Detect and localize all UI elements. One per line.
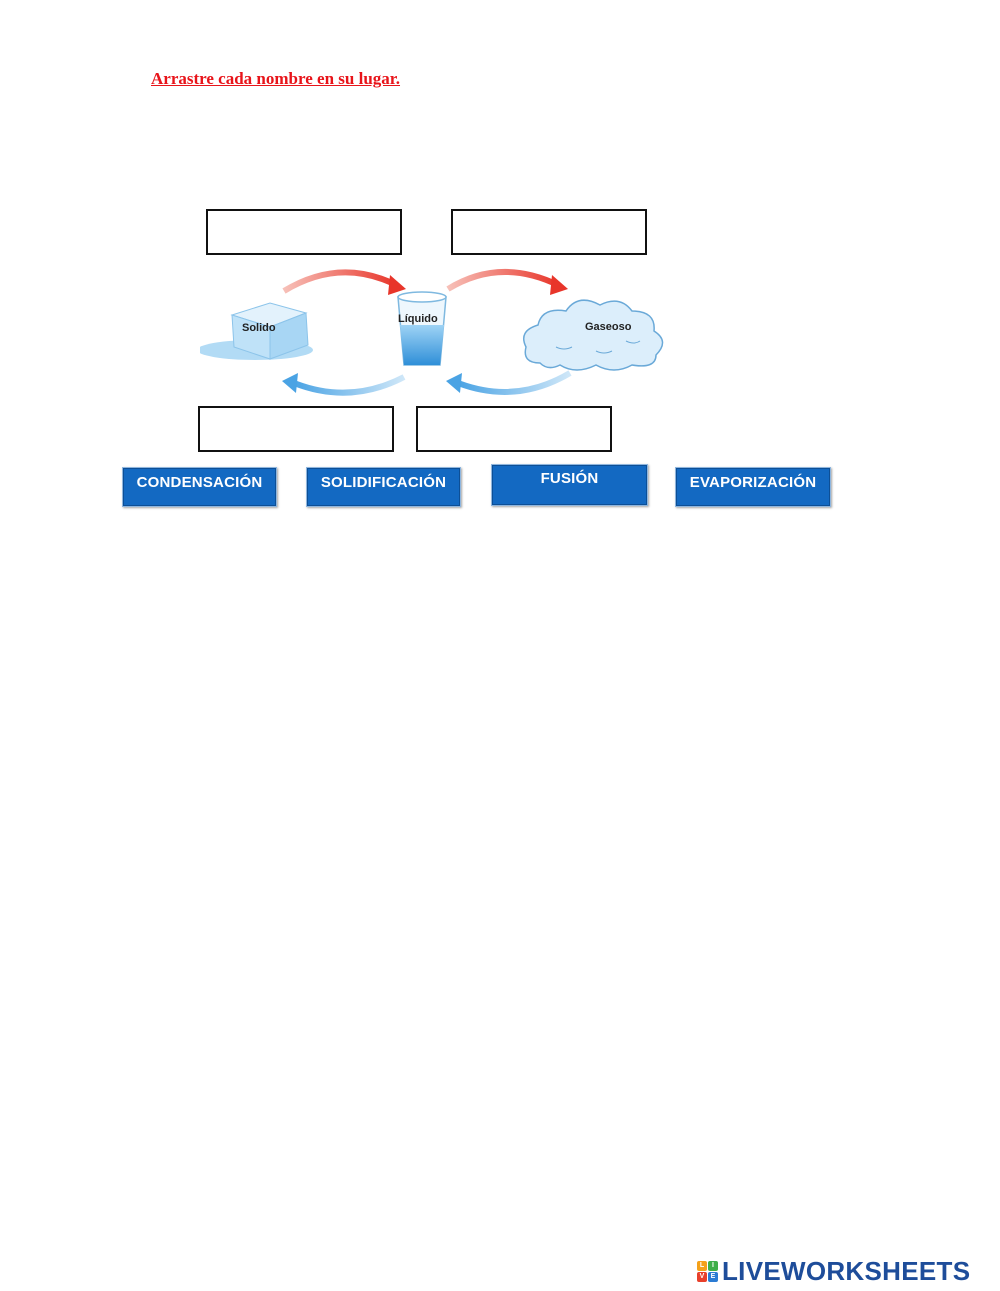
logo-letter: L bbox=[697, 1260, 707, 1271]
drop-zone-gas-to-liquid[interactable] bbox=[416, 406, 612, 452]
solid-label: Solido bbox=[242, 322, 276, 334]
chip-solidificacion[interactable]: SOLIDIFICACIÓN bbox=[306, 467, 461, 507]
evaporation-arrow-icon bbox=[446, 268, 568, 295]
liveworksheets-logo: L I V E LIVEWORKSHEETS bbox=[697, 1255, 971, 1286]
condensation-arrow-icon bbox=[446, 370, 572, 395]
chip-label: SOLIDIFICACIÓN bbox=[320, 474, 447, 491]
melting-arrow-icon bbox=[282, 269, 406, 295]
liveworksheets-mark-icon: L I V E bbox=[697, 1260, 718, 1282]
cloud-icon: Gaseoso bbox=[523, 299, 664, 371]
logo-letter: V bbox=[697, 1271, 707, 1282]
chip-evaporizacion[interactable]: EVAPORIZACIÓN bbox=[675, 467, 831, 507]
logo-letter: I bbox=[708, 1260, 718, 1271]
chip-fusion[interactable]: FUSIÓN bbox=[491, 464, 648, 506]
instruction-text: Arrastre cada nombre en su lugar. bbox=[151, 69, 401, 88]
chip-label: EVAPORIZACIÓN bbox=[689, 474, 817, 491]
chip-label: FUSIÓN bbox=[540, 470, 599, 487]
chip-condensacion[interactable]: CONDENSACIÓN bbox=[122, 467, 277, 507]
water-glass-icon: Líquido bbox=[397, 291, 447, 366]
logo-letter: E bbox=[708, 1271, 718, 1282]
solidification-arrow-icon bbox=[282, 373, 406, 396]
drop-zone-liquid-to-solid[interactable] bbox=[198, 406, 394, 452]
gas-label: Gaseoso bbox=[585, 321, 632, 333]
chip-label: CONDENSACIÓN bbox=[136, 474, 263, 491]
drop-zone-liquid-to-gas[interactable] bbox=[451, 209, 647, 255]
states-of-matter-diagram: Solido Líquido Gaseoso bbox=[200, 255, 700, 415]
ice-cube-icon: Solido bbox=[200, 302, 313, 360]
drop-zone-solid-to-liquid[interactable] bbox=[206, 209, 402, 255]
brand-name: LIVEWORKSHEETS bbox=[722, 1255, 971, 1286]
liquid-label: Líquido bbox=[398, 313, 438, 325]
